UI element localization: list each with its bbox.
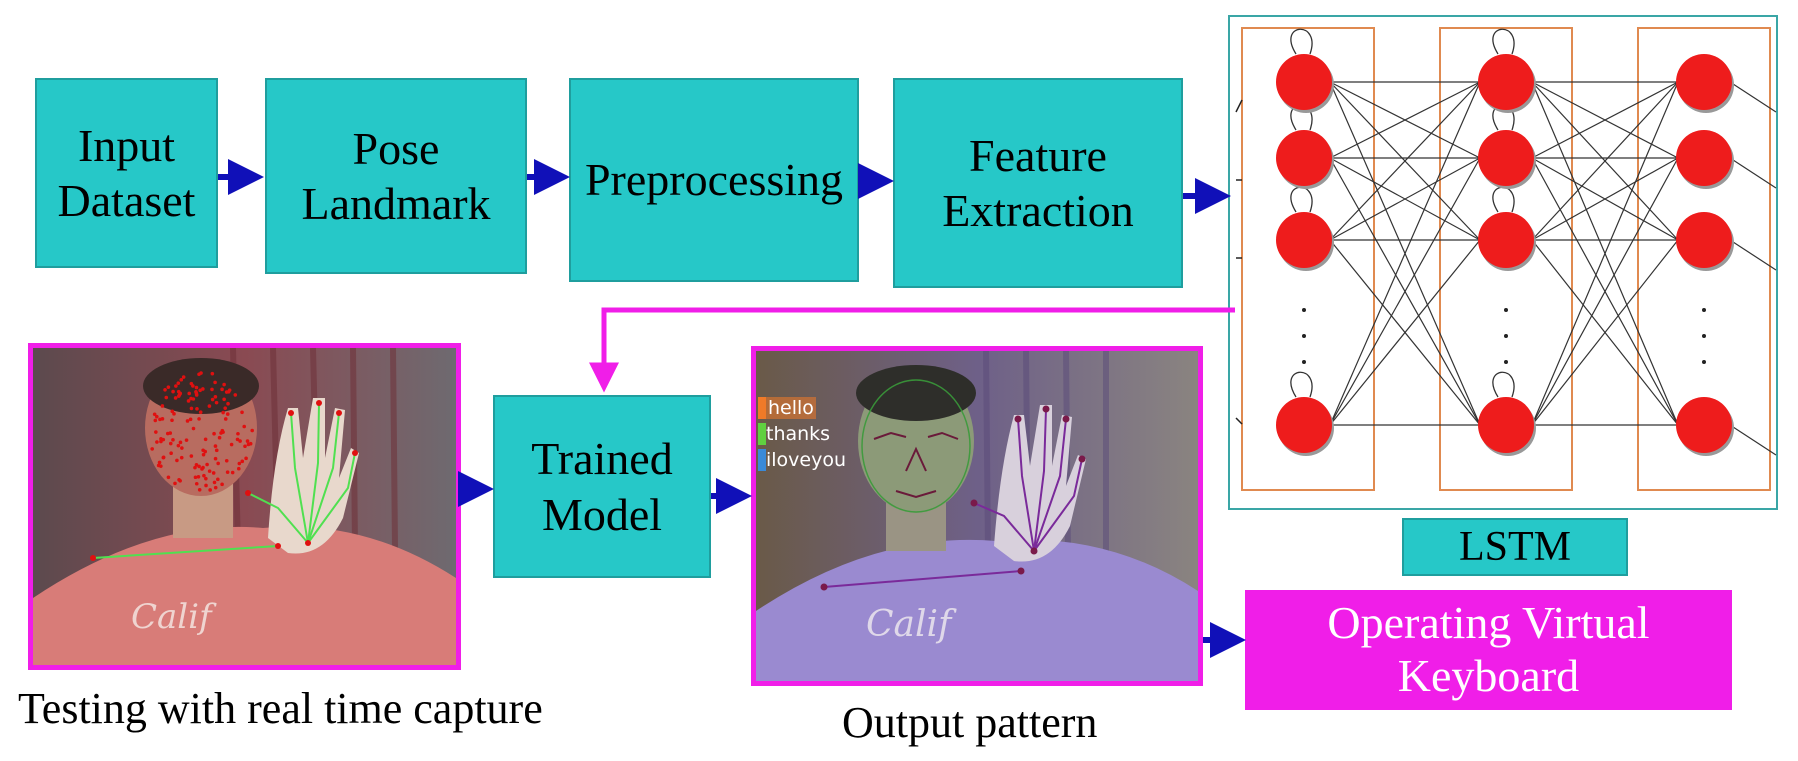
arrow-lstm-to-model [604, 310, 1235, 385]
